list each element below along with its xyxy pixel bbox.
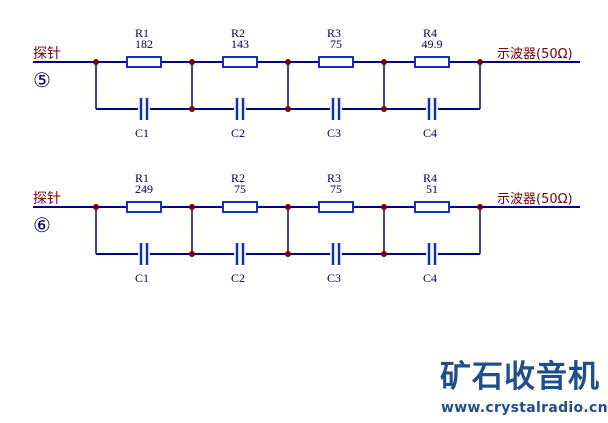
junction-dot: [477, 59, 483, 65]
resistor-label: R3: [327, 26, 341, 40]
resistor-r2: [222, 201, 258, 213]
resistor-value: 182: [135, 37, 153, 51]
site-logo-title: 矿石收音机: [440, 359, 600, 395]
junction-dot: [285, 204, 291, 210]
resistor-value: 249: [135, 182, 153, 196]
resistor-r3: [318, 56, 354, 68]
junction-dot: [189, 59, 195, 65]
resistor-label: R4: [423, 26, 437, 40]
junction-dot: [477, 204, 483, 210]
circuit-number: ⑥: [33, 213, 51, 237]
junction-dot: [93, 59, 99, 65]
resistor-label: R1: [135, 171, 149, 185]
probe-label: 探针: [33, 46, 61, 62]
junction-dot: [285, 251, 291, 257]
capacitor-label: C4: [423, 126, 437, 140]
capacitor-label: C3: [327, 271, 341, 285]
resistor-value: 75: [234, 182, 246, 196]
capacitor-label: C3: [327, 126, 341, 140]
resistor-r1: [126, 201, 162, 213]
junction-dot: [381, 204, 387, 210]
junction-dot: [381, 251, 387, 257]
resistor-label: R2: [231, 26, 245, 40]
junction-dot: [285, 106, 291, 112]
site-logo-url: www.crystalradio.cn: [441, 400, 608, 416]
capacitor-label: C1: [135, 271, 149, 285]
junction-dot: [381, 106, 387, 112]
capacitor-label: C4: [423, 271, 437, 285]
resistor-value: 143: [231, 37, 249, 51]
oscilloscope-label: 示波器(50Ω): [497, 192, 573, 207]
capacitor-label: C2: [231, 271, 245, 285]
junction-dot: [189, 106, 195, 112]
junction-dot: [189, 204, 195, 210]
capacitor-label: C2: [231, 126, 245, 140]
resistor-r1: [126, 56, 162, 68]
resistor-value: 49.9: [422, 37, 443, 51]
resistor-value: 75: [330, 182, 342, 196]
resistor-label: R1: [135, 26, 149, 40]
resistor-r4: [414, 56, 450, 68]
resistor-value: 75: [330, 37, 342, 51]
junction-dot: [381, 59, 387, 65]
resistor-r3: [318, 201, 354, 213]
junction-dot: [285, 59, 291, 65]
resistor-label: R4: [423, 171, 437, 185]
resistor-label: R2: [231, 171, 245, 185]
capacitor-label: C1: [135, 126, 149, 140]
resistor-value: 51: [426, 182, 438, 196]
junction-dot: [93, 204, 99, 210]
oscilloscope-label: 示波器(50Ω): [497, 47, 573, 62]
resistor-label: R3: [327, 171, 341, 185]
junction-dot: [189, 251, 195, 257]
resistor-r4: [414, 201, 450, 213]
circuit-number: ⑤: [33, 68, 51, 92]
probe-label: 探针: [33, 191, 61, 207]
resistor-r2: [222, 56, 258, 68]
